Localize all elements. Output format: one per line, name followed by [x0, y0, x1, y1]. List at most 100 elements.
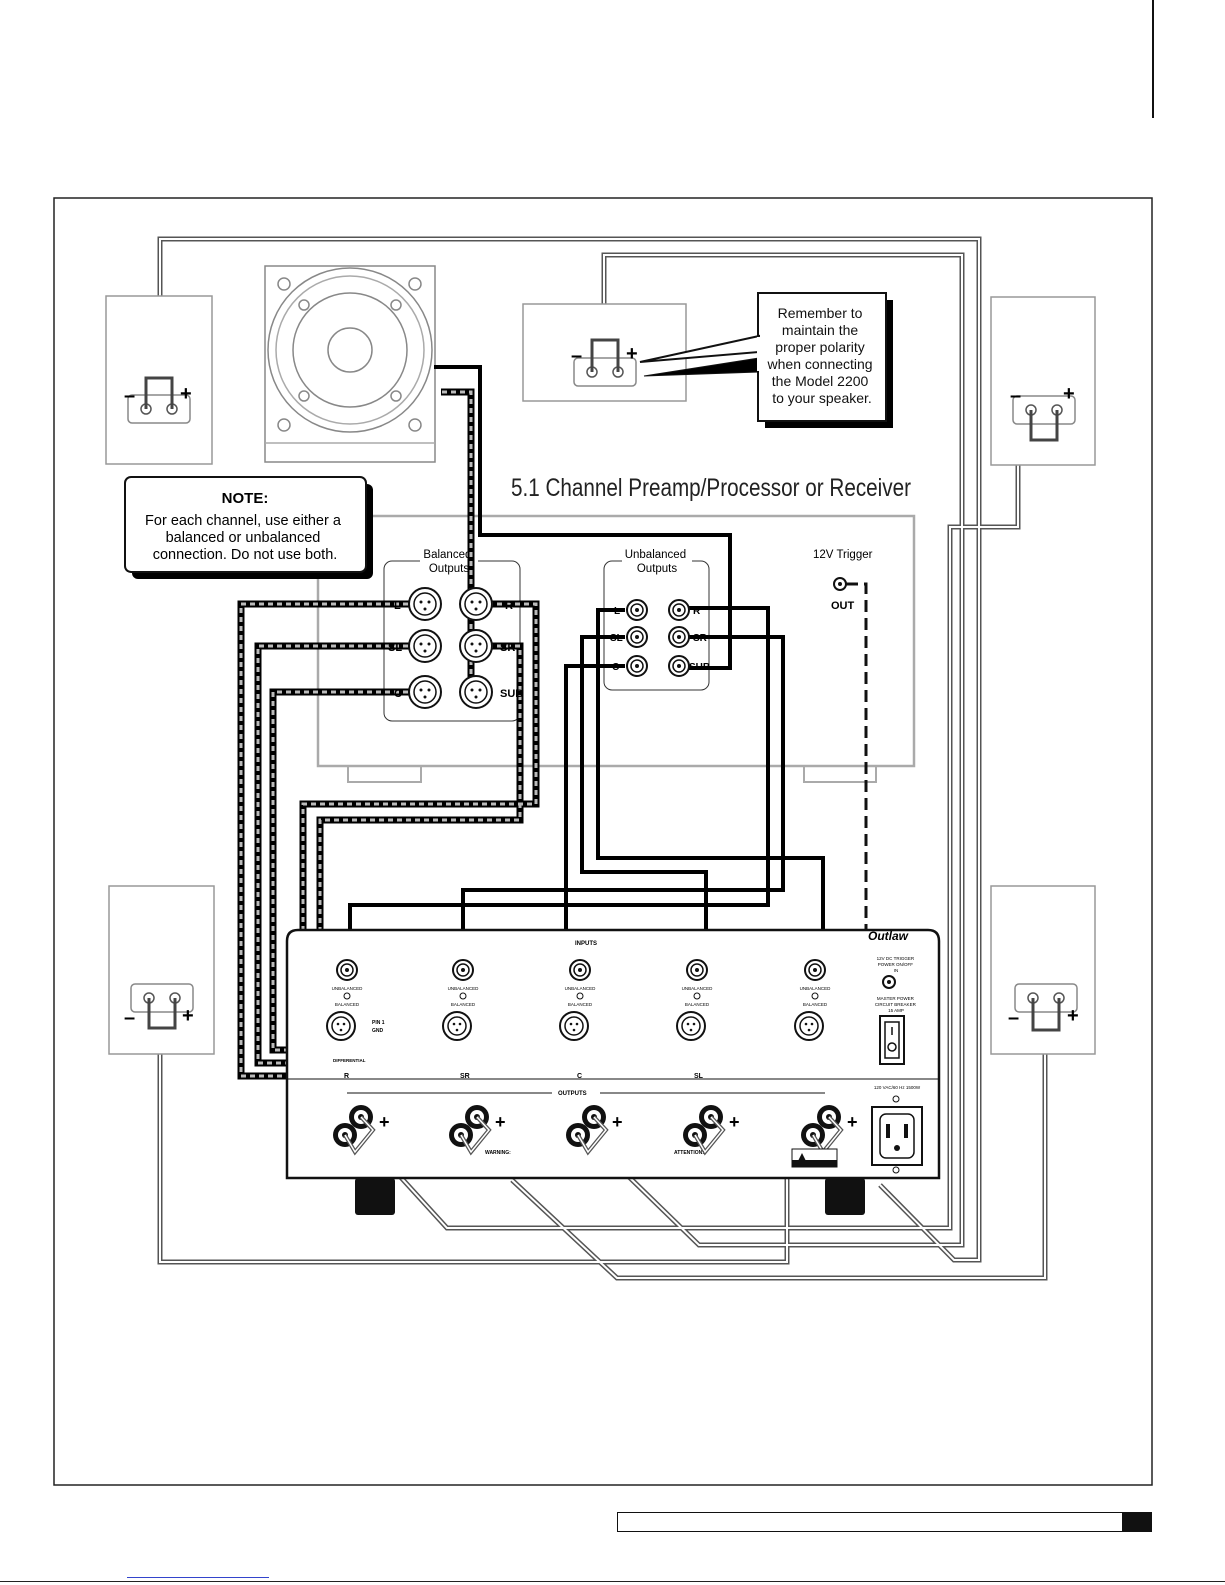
preamp-xlr-jacks: L R SL SR C SUB [388, 587, 523, 709]
balanced-text: BALANCED [803, 1002, 828, 1007]
rca-label-c: C [612, 662, 619, 673]
amp-attention: ATTENTION: [674, 1150, 704, 1156]
unbalanced-text: UNBALANCED [800, 986, 832, 991]
svg-text:Balanced Outputs: Balanced Outputs [423, 549, 474, 575]
balanced-text: BALANCED [335, 1002, 360, 1007]
svg-text:MASTER POWER CIRCUIT BRE: MASTER POWER CIRCUIT BREAKER 15 AMP [875, 996, 917, 1013]
amp-brand: Outlaw [868, 929, 909, 943]
jack-label-sl: SL [388, 642, 402, 654]
amp-channel: UNBALANCED BALANCED C + [559, 959, 623, 1156]
amp-trigger-text: IN [894, 968, 899, 973]
breaker-text: 15 AMP [888, 1008, 904, 1013]
speaker-front-left: – + [105, 295, 213, 465]
callout-line: when connecting [767, 356, 873, 372]
amp-trigger-text: 12V DC TRIGGER [877, 956, 915, 961]
preamp-rca-jacks: L R SL SR C SUB [610, 599, 710, 677]
post-plus-sign: + [612, 1112, 623, 1132]
callout-line: to your speaker. [772, 390, 872, 406]
unbalanced-text: UNBALANCED [448, 986, 480, 991]
note-box: NOTE: For each channel, use either a bal… [124, 476, 373, 579]
inputs-label: INPUTS [575, 941, 597, 947]
speaker-surround-right: – + [990, 885, 1096, 1055]
note-line: balanced or unbalanced [166, 530, 321, 546]
gnd-label: GND [372, 1028, 384, 1034]
unbalanced-text: UNBALANCED [682, 986, 714, 991]
rca-label-sr: SR [693, 633, 708, 644]
trigger-label: 12V Trigger [813, 549, 873, 561]
polarity-minus: – [1008, 1007, 1019, 1029]
unbalanced-label: Outputs [637, 563, 678, 575]
polarity-minus: – [1010, 385, 1021, 407]
jack-label-sub: SUB [500, 688, 523, 700]
amp-channel: UNBALANCED BALANCED R + [326, 959, 390, 1156]
unbalanced-text: UNBALANCED [565, 986, 597, 991]
amplifier: Outlaw INPUTS OUTPUTS UNBALANCED BALANCED… [285, 928, 941, 1215]
amp-channel: UNBALANCED BALANCED SL + [676, 959, 740, 1156]
note-heading: NOTE: [222, 490, 269, 507]
post-plus-sign: + [847, 1112, 858, 1132]
amp-trigger-text: POWER ON/OFF [878, 962, 913, 967]
polarity-minus: – [124, 1007, 135, 1029]
amp-channel: UNBALANCED BALANCED + [794, 959, 858, 1156]
footer-bar [617, 1512, 1152, 1532]
amp-channel-label: SL [694, 1073, 704, 1080]
svg-text:12V DC TRIGGER POWER ON/: 12V DC TRIGGER POWER ON/OFF IN [877, 956, 916, 973]
amp-channel-label: C [577, 1073, 582, 1080]
svg-text:Remember to maintain the: Remember to maintain the proper polarity… [767, 305, 877, 406]
callout-line: proper polarity [775, 339, 865, 355]
note-line: For each channel, use either a [145, 513, 342, 529]
amp-channel-label: SR [460, 1073, 470, 1080]
page-number-block [1122, 1512, 1152, 1532]
polarity-plus: + [180, 383, 192, 405]
balanced-text: BALANCED [451, 1002, 476, 1007]
rca-label-sl: SL [610, 633, 623, 644]
balanced-outputs-panel: Balanced Outputs [383, 549, 521, 722]
note-line: connection. Do not use both. [153, 547, 338, 563]
balanced-label: Outputs [429, 563, 470, 575]
balanced-label: Balanced [423, 549, 471, 561]
callout-line: maintain the [782, 322, 858, 338]
jack-label-r: R [505, 600, 513, 612]
speaker-center: – + [522, 303, 687, 402]
preamp-chassis [316, 514, 916, 783]
outputs-label: OUTPUTS [558, 1091, 587, 1097]
rca-label-l: L [614, 606, 620, 617]
rca-label-sub: SUB [689, 662, 710, 673]
jack-label-sr: SR [500, 642, 515, 654]
preamp-title: 5.1 Channel Preamp/Processor or Receiver [511, 474, 911, 502]
subwoofer [264, 265, 436, 463]
rca-label-r: R [693, 606, 701, 617]
unbalanced-label: Unbalanced [625, 549, 686, 561]
mains-text: 120 VAC/60 Hz 1500W [874, 1085, 921, 1090]
speaker-surround-left: – + [108, 885, 215, 1055]
jack-label-c: C [394, 688, 402, 700]
post-plus-sign: + [379, 1112, 390, 1132]
header-rule [1152, 0, 1154, 118]
amp-channel: UNBALANCED BALANCED SR + [442, 959, 506, 1156]
bottom-rule [0, 1581, 1225, 1582]
differential-label: DIFFERENTIAL [333, 1058, 366, 1063]
svg-text:Unbalanced Outputs: Unbalanced Outputs [625, 549, 690, 575]
amp-warning: WARNING: [485, 1150, 511, 1156]
polarity-plus: + [1063, 383, 1075, 405]
callout-line: Remember to [778, 305, 863, 321]
trigger-out-label: OUT [831, 600, 855, 612]
post-plus-sign: + [495, 1112, 506, 1132]
polarity-plus: + [1067, 1005, 1079, 1027]
breaker-text: MASTER POWER [877, 996, 915, 1001]
pin1-label: PIN 1 [372, 1020, 385, 1026]
unbalanced-text: UNBALANCED [332, 986, 364, 991]
jack-label-l: L [394, 600, 401, 612]
polarity-plus: + [182, 1005, 194, 1027]
unbalanced-outputs-panel: Unbalanced Outputs [603, 549, 710, 691]
diagram-frame [53, 197, 1153, 1486]
amp-channel-label: R [344, 1073, 349, 1080]
balanced-text: BALANCED [568, 1002, 593, 1007]
balanced-text: BALANCED [685, 1002, 710, 1007]
polarity-callout: Remember to maintain the proper polarity… [639, 292, 893, 428]
polarity-plus: + [626, 343, 638, 365]
callout-line: the Model 2200 [772, 373, 869, 389]
polarity-minus: – [571, 345, 582, 367]
post-plus-sign: + [729, 1112, 740, 1132]
